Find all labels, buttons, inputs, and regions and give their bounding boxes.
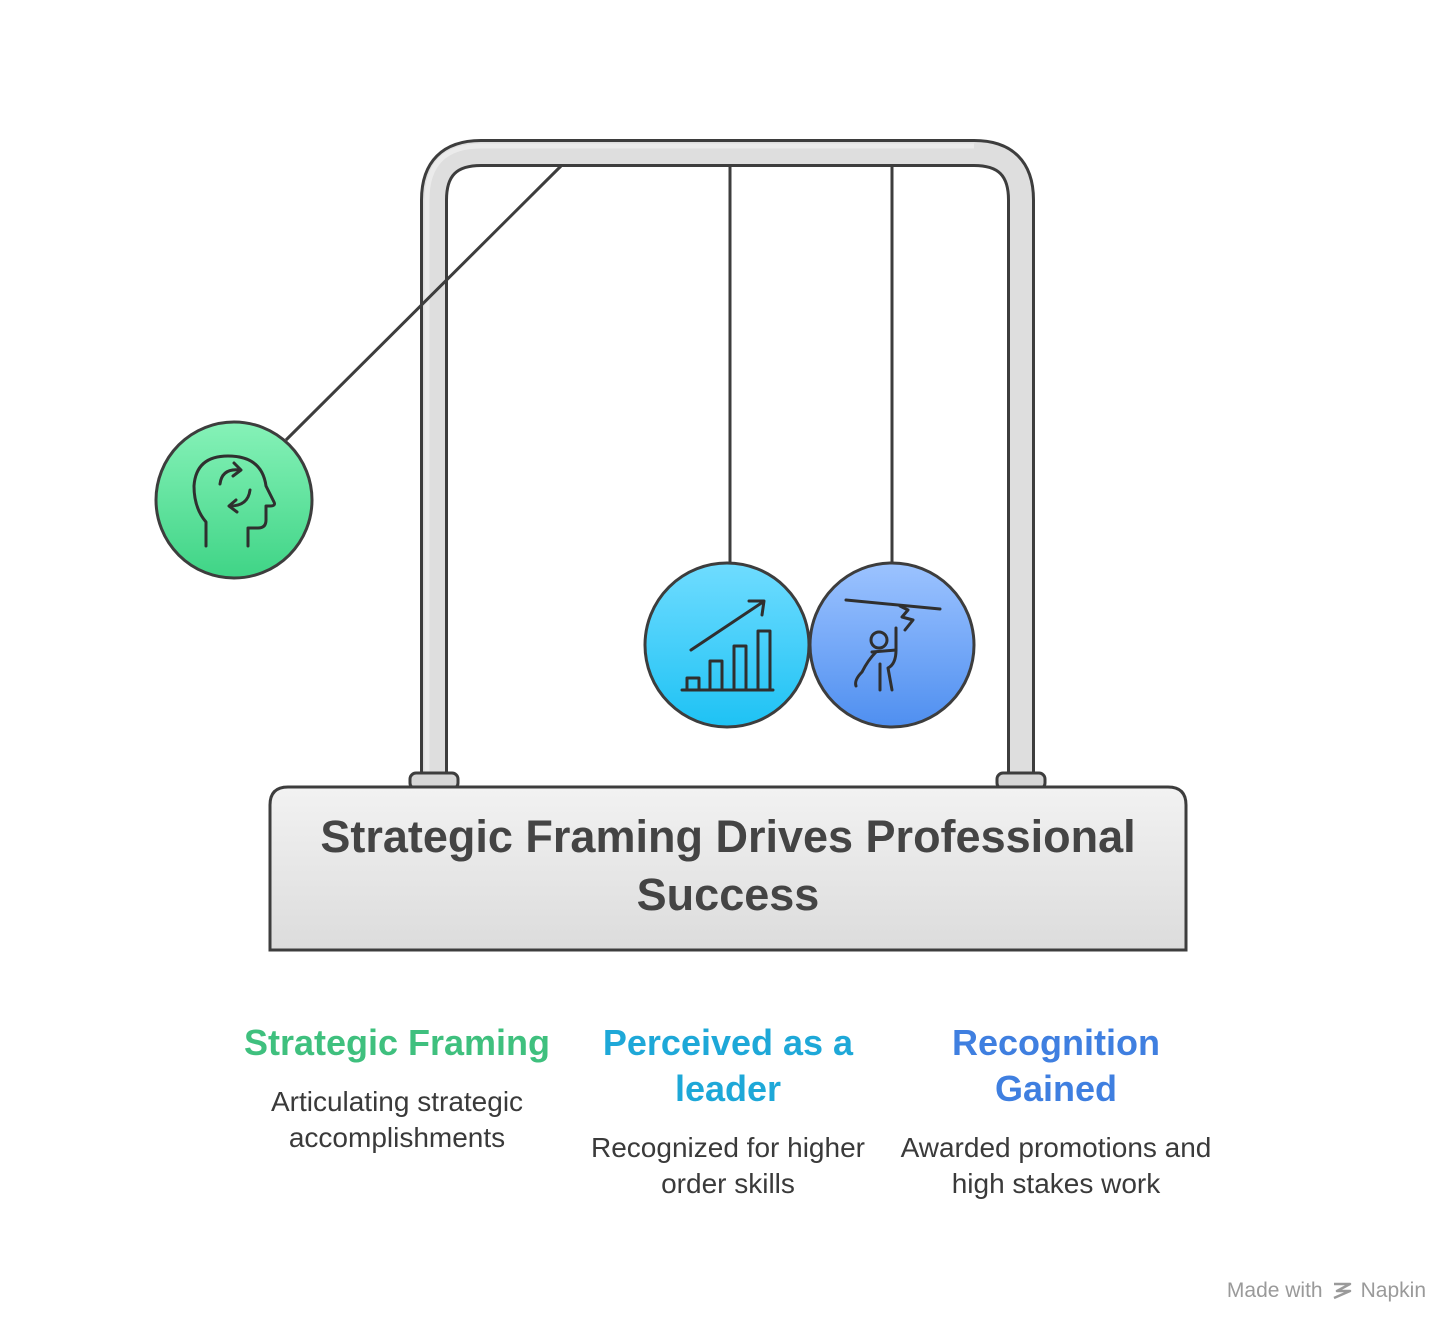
column-description: Articulating strategic accomplishments xyxy=(270,1086,524,1153)
diagram-title: Strategic Framing Drives Professional Su… xyxy=(320,811,1136,920)
climber-icon xyxy=(844,598,942,692)
column-strategic-framing: Strategic Framing Articulating strategic… xyxy=(232,1020,562,1156)
head-cycle-icon xyxy=(192,454,276,548)
column-title: Strategic Framing xyxy=(243,1022,551,1063)
napkin-logo-icon xyxy=(1333,1282,1351,1300)
ball-strategic-framing xyxy=(154,420,314,580)
pendulum-strings xyxy=(284,164,894,564)
string-1 xyxy=(284,164,563,442)
ball-perceived-leader xyxy=(643,561,811,729)
growth-chart-icon xyxy=(680,599,775,692)
cradle-base xyxy=(268,785,1188,952)
cradle-frame xyxy=(408,139,1047,791)
napkin-watermark[interactable]: Made with Napkin xyxy=(1227,1279,1426,1303)
column-title: Recognition Gained xyxy=(952,1022,1160,1109)
column-perceived-leader: Perceived as a leader Recognized for hig… xyxy=(563,1020,893,1202)
watermark-brand: Napkin xyxy=(1360,1279,1426,1302)
column-title: Perceived as a leader xyxy=(602,1022,854,1109)
column-recognition-gained: Recognition Gained Awarded promotions an… xyxy=(891,1020,1221,1202)
watermark-text: Made with xyxy=(1226,1279,1323,1302)
column-description: Awarded promotions and high stakes work xyxy=(900,1132,1212,1199)
column-description: Recognized for higher order skills xyxy=(591,1132,865,1199)
ball-recognition-gained xyxy=(808,561,976,729)
